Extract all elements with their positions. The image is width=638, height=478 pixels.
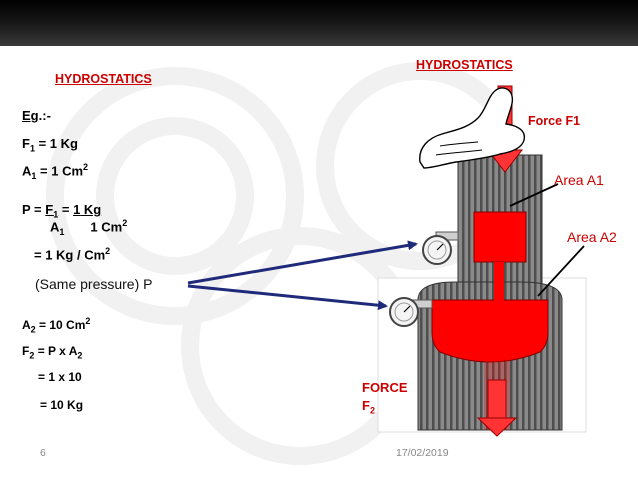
upper-pressure-gauge bbox=[422, 231, 459, 265]
area-a1-label: Area A1 bbox=[554, 172, 604, 188]
a1-line: A1 = 1 Cm2 bbox=[22, 162, 89, 181]
f2-line: F2 = P x A2 bbox=[22, 344, 83, 361]
slide-date: 17/02/2019 bbox=[396, 447, 449, 459]
same-pressure-label: (Same pressure) P bbox=[35, 276, 153, 292]
title-bar bbox=[0, 0, 638, 46]
force-f2-arrow-shaft bbox=[487, 379, 507, 421]
small-piston-fluid bbox=[473, 211, 527, 263]
pressure-arrow-lower bbox=[187, 284, 388, 311]
f1-line: F1 = 1 Kg bbox=[22, 136, 78, 154]
a2-line: A2 = 10 Cm2 bbox=[22, 316, 91, 335]
hand-finger-lines bbox=[435, 141, 483, 156]
pressure-result: = 1 Kg / Cm2 bbox=[34, 246, 111, 263]
force-f2-symbol: F2 bbox=[362, 398, 375, 416]
pressure-formula: P = F1 = 1 Kg bbox=[22, 202, 102, 220]
right-title: HYDROSTATICS bbox=[416, 58, 513, 72]
result-line: = 10 Kg bbox=[40, 398, 84, 412]
page-number: 6 bbox=[40, 447, 46, 459]
force-f2-arrow-head bbox=[476, 417, 518, 437]
connecting-pipe-lower bbox=[494, 280, 504, 302]
left-title: HYDROSTATICS bbox=[55, 72, 152, 86]
force-f1-label: Force F1 bbox=[528, 114, 581, 128]
lower-pressure-gauge bbox=[389, 297, 433, 327]
calc-line: = 1 x 10 bbox=[38, 370, 82, 384]
area-a2-pointer bbox=[537, 245, 585, 297]
pressure-arrow-upper bbox=[187, 240, 418, 285]
hand-icon bbox=[419, 87, 526, 169]
large-piston-fluid bbox=[431, 299, 549, 363]
area-a1-pointer bbox=[509, 183, 559, 207]
force-f2-label: FORCE bbox=[362, 380, 408, 395]
example-heading: Eg.:- bbox=[22, 108, 51, 123]
area-a2-label: Area A2 bbox=[567, 229, 617, 245]
